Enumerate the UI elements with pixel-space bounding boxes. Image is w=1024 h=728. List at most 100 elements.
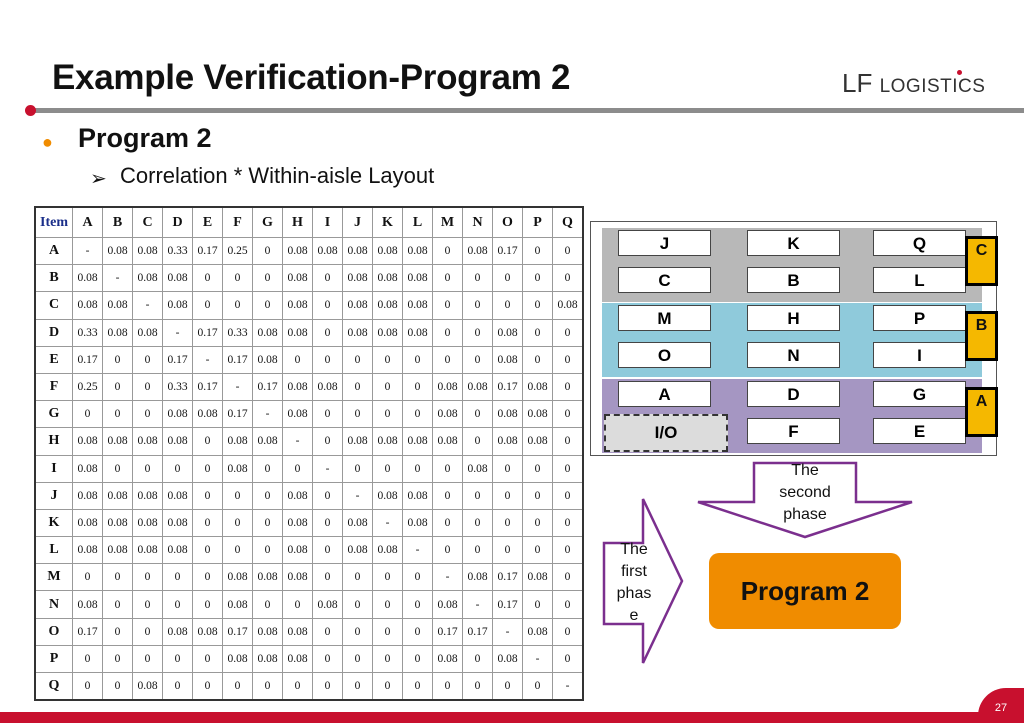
column-header: Q xyxy=(552,206,584,238)
table-cell: 0 xyxy=(372,617,403,646)
footer-bar xyxy=(0,712,1024,723)
table-cell: 0.08 xyxy=(252,345,283,374)
second-phase-line: second xyxy=(779,484,831,501)
table-cell: 0 xyxy=(552,264,584,293)
table-cell: 0.08 xyxy=(312,590,343,619)
row-header: O xyxy=(34,617,73,646)
table-cell: 0 xyxy=(552,372,584,402)
second-phase-label: The second phase xyxy=(758,460,852,526)
slot-q: Q xyxy=(873,230,966,256)
table-cell: 0 xyxy=(552,318,584,347)
table-cell: 0.08 xyxy=(132,508,163,538)
table-cell: 0 xyxy=(192,427,223,456)
table-cell: 0.17 xyxy=(492,563,523,592)
column-header: H xyxy=(282,206,313,238)
table-cell: 0.08 xyxy=(252,644,283,674)
table-cell: - xyxy=(552,672,584,701)
table-cell: 0.33 xyxy=(72,318,103,347)
zone-tag: A xyxy=(965,387,998,437)
table-cell: 0 xyxy=(522,508,553,538)
table-cell: 0 xyxy=(522,536,553,565)
table-cell: 0.08 xyxy=(522,617,553,646)
table-cell: - xyxy=(162,318,193,347)
table-cell: 0 xyxy=(552,590,584,619)
table-cell: 0.08 xyxy=(282,291,313,320)
table-cell: 0.08 xyxy=(372,264,403,293)
column-header: J xyxy=(342,206,373,238)
table-cell: 0 xyxy=(342,563,373,592)
table-cell: 0.08 xyxy=(72,590,103,619)
slot-g: G xyxy=(873,381,966,407)
table-cell: 0.08 xyxy=(192,617,223,646)
table-cell: 0 xyxy=(492,672,523,701)
table-cell: - xyxy=(372,508,403,538)
table-cell: 0.08 xyxy=(222,644,253,674)
table-cell: 0.08 xyxy=(162,427,193,456)
io-point: I/O xyxy=(604,414,728,452)
slot-l: L xyxy=(873,267,966,293)
table-cell: 0 xyxy=(282,454,313,483)
table-cell: 0 xyxy=(402,372,433,402)
table-cell: 0 xyxy=(162,644,193,674)
table-cell: 0.08 xyxy=(102,291,133,320)
table-cell: 0 xyxy=(132,644,163,674)
table-cell: 0 xyxy=(132,617,163,646)
slot-a: A xyxy=(618,381,711,407)
table-cell: 0.08 xyxy=(402,427,433,456)
table-cell: 0.08 xyxy=(522,400,553,429)
first-phase-line: e xyxy=(629,607,639,624)
row-header: F xyxy=(34,372,73,402)
table-cell: 0 xyxy=(252,536,283,565)
table-cell: 0 xyxy=(102,672,133,701)
table-cell: 0 xyxy=(192,590,223,619)
table-cell: 0 xyxy=(492,264,523,293)
first-phase-label: The first phas e xyxy=(606,539,662,627)
first-phase-line: The xyxy=(620,541,648,558)
second-phase-arrow xyxy=(697,461,913,539)
logo-dot-icon xyxy=(957,70,962,75)
table-cell: 0.08 xyxy=(492,400,523,429)
table-cell: 0 xyxy=(492,481,523,510)
table-cell: 0.08 xyxy=(342,291,373,320)
slot-o: O xyxy=(618,342,711,368)
table-cell: 0 xyxy=(372,644,403,674)
table-cell: 0.17 xyxy=(192,318,223,347)
table-cell: 0 xyxy=(462,345,493,374)
column-header: G xyxy=(252,206,283,238)
table-cell: 0 xyxy=(462,644,493,674)
table-cell: 0.08 xyxy=(222,563,253,592)
table-cell: 0.08 xyxy=(432,372,463,402)
table-cell: 0 xyxy=(522,590,553,619)
column-header: E xyxy=(192,206,223,238)
row-header: P xyxy=(34,644,73,674)
table-cell: 0 xyxy=(102,345,133,374)
table-cell: 0.08 xyxy=(252,563,283,592)
table-cell: 0.08 xyxy=(282,481,313,510)
table-cell: - xyxy=(102,264,133,293)
slot-i: I xyxy=(873,342,966,368)
table-cell: 0.17 xyxy=(252,372,283,402)
table-cell: 0.08 xyxy=(342,318,373,347)
table-cell: 0 xyxy=(312,672,343,701)
table-cell: 0.08 xyxy=(162,617,193,646)
first-phase-line: phas xyxy=(616,585,652,602)
column-header: L xyxy=(402,206,433,238)
table-cell: 0 xyxy=(342,644,373,674)
table-cell: 0 xyxy=(552,481,584,510)
table-cell: 0.08 xyxy=(432,590,463,619)
row-header: D xyxy=(34,318,73,347)
table-cell: 0.08 xyxy=(462,372,493,402)
table-cell: 0.08 xyxy=(222,590,253,619)
slot-m: M xyxy=(618,305,711,331)
table-cell: 0 xyxy=(522,291,553,320)
table-cell: 0.08 xyxy=(342,508,373,538)
column-header: M xyxy=(432,206,463,238)
